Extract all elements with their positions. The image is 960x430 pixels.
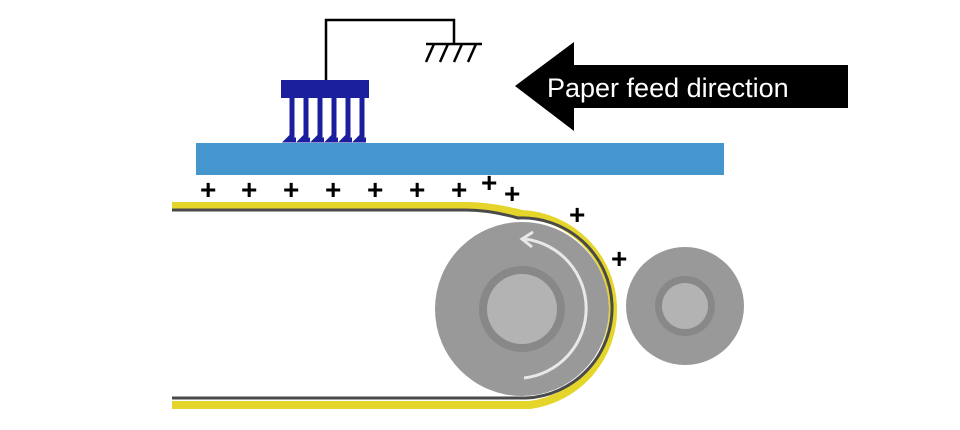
- charge-symbol: +: [241, 174, 257, 205]
- static-eliminator-brush: [281, 80, 369, 143]
- drive-roller: [435, 222, 609, 396]
- charge-symbol: +: [481, 167, 497, 198]
- paper-feed-direction-label: Paper feed direction: [547, 73, 789, 103]
- paper-sheet: [196, 143, 724, 175]
- brush-bristles: [281, 98, 366, 143]
- charge-symbol: +: [504, 178, 520, 209]
- ground-wire: [324, 18, 456, 80]
- paper-feed-direction-arrow: Paper feed direction: [515, 42, 848, 131]
- charge-symbol: +: [409, 174, 425, 205]
- pinch-roller: [626, 247, 744, 365]
- charge-symbol: +: [611, 243, 627, 274]
- charge-symbol: +: [569, 199, 585, 230]
- conveyor-belt: [172, 202, 618, 409]
- ground-symbol-icon: [424, 42, 482, 63]
- rotation-arrow-icon: [519, 230, 588, 380]
- charge-symbol: +: [200, 174, 216, 205]
- charge-symbol: +: [283, 174, 299, 205]
- charge-symbol: +: [451, 174, 467, 205]
- belt-charges: + + + + + + + + + + +: [200, 167, 627, 274]
- charge-symbol: +: [367, 174, 383, 205]
- charge-symbol: +: [325, 174, 341, 205]
